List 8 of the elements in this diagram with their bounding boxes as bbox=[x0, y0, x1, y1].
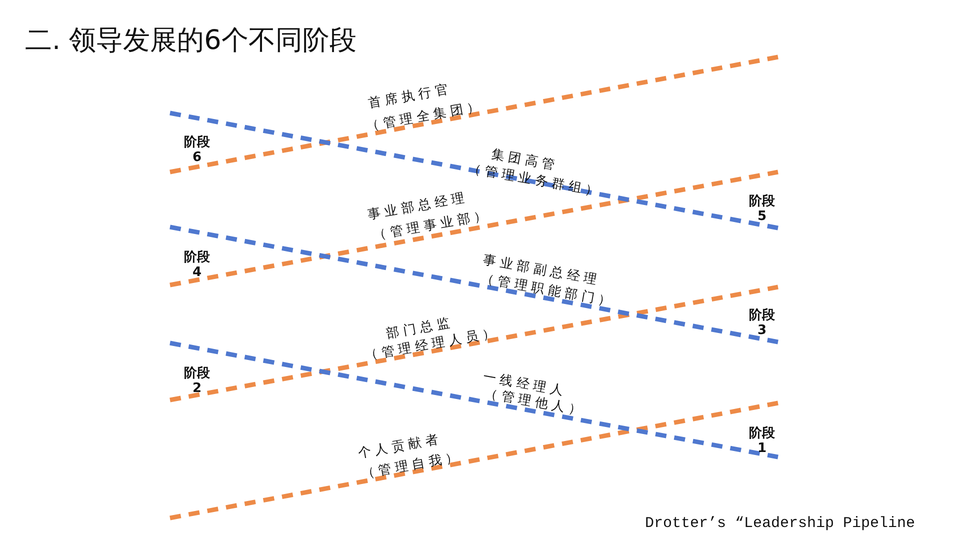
stage-label: 阶段 2 bbox=[183, 366, 211, 396]
stage-label: 阶段 5 bbox=[748, 194, 776, 224]
stage-label: 阶段 1 bbox=[748, 426, 776, 456]
stage-label: 阶段 4 bbox=[183, 250, 211, 280]
stage-label: 阶段 3 bbox=[748, 308, 776, 338]
stage-label: 阶段 6 bbox=[183, 135, 211, 165]
title: 二. 领导发展的6个不同阶段 bbox=[25, 24, 356, 58]
source-note: Drotter’s “Leadership Pipeline bbox=[645, 515, 916, 532]
